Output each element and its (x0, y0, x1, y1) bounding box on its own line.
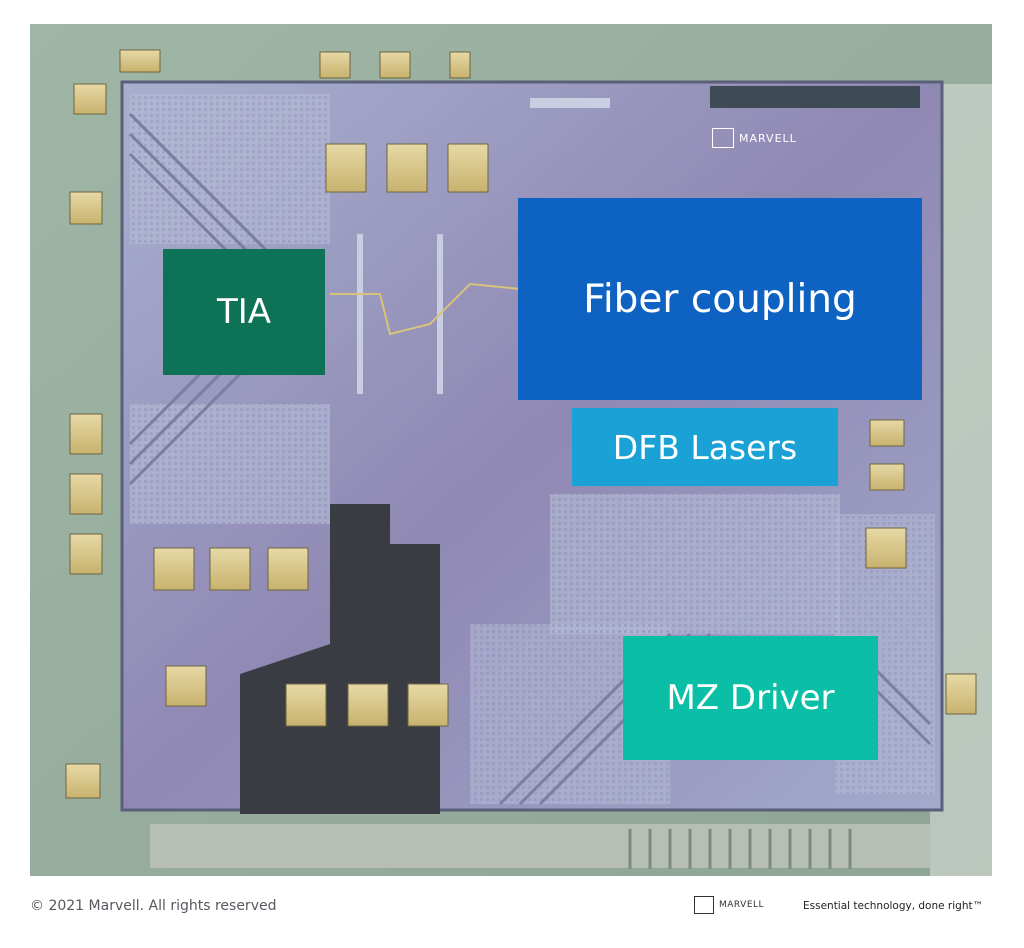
footer-brand-text: MARVELL (719, 900, 765, 910)
footer-tagline: Essential technology, done right™ (803, 900, 984, 912)
copyright-text: © 2021 Marvell. All rights reserved (30, 898, 277, 914)
chip-marvell-logo: MARVELL (712, 128, 797, 148)
fiber-coupling-label: Fiber coupling (518, 198, 922, 400)
marvell-logo-icon (694, 896, 714, 914)
chip-logo-text: MARVELL (739, 131, 797, 145)
tia-label: TIA (163, 249, 325, 375)
marvell-logo-icon (712, 128, 734, 148)
mz-driver-label: MZ Driver (623, 636, 878, 760)
dfb-lasers-label: DFB Lasers (572, 408, 838, 486)
footer-marvell-logo: MARVELL (694, 896, 764, 914)
